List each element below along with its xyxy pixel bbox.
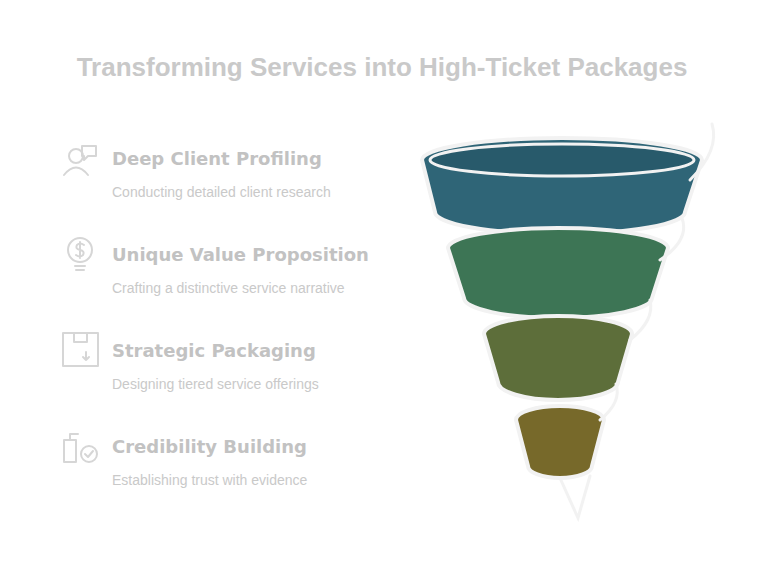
funnel-band <box>484 316 632 400</box>
step-item: Deep Client ProfilingConducting detailed… <box>112 147 412 201</box>
step-item: Credibility BuildingEstablishing trust w… <box>112 435 412 489</box>
item-icons <box>63 146 98 462</box>
value-icon <box>68 238 92 270</box>
step-item: Strategic PackagingDesigning tiered serv… <box>112 339 412 393</box>
step-heading: Unique Value Proposition <box>112 243 412 267</box>
credibility-icon <box>64 434 97 462</box>
step-description: Crafting a distinctive service narrative <box>112 279 412 297</box>
funnel-band <box>448 228 668 318</box>
funnel-band <box>516 406 604 478</box>
funnel-opening <box>430 144 694 176</box>
funnel-bands <box>422 138 702 478</box>
step-heading: Deep Client Profiling <box>112 147 412 171</box>
spiral-outline <box>560 124 714 518</box>
diagram-title: Transforming Services into High-Ticket P… <box>0 52 764 83</box>
package-icon <box>63 333 98 366</box>
profile-icon <box>64 146 96 175</box>
step-description: Designing tiered service offerings <box>112 375 412 393</box>
step-description: Conducting detailed client research <box>112 183 412 201</box>
step-heading: Credibility Building <box>112 435 412 459</box>
step-description: Establishing trust with evidence <box>112 471 412 489</box>
step-heading: Strategic Packaging <box>112 339 412 363</box>
step-item: Unique Value PropositionCrafting a disti… <box>112 243 412 297</box>
funnel-band <box>422 138 702 234</box>
